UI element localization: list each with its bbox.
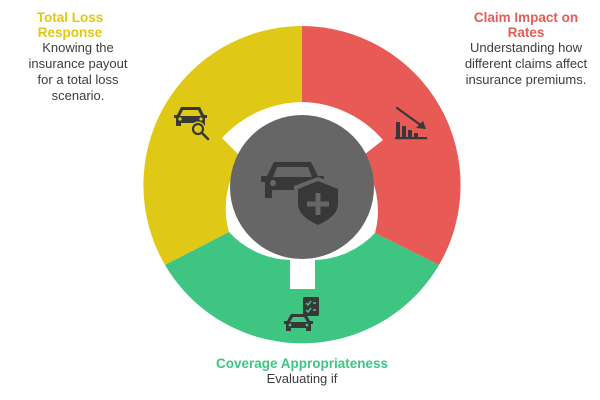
total-loss-title: Total Loss Response bbox=[36, 10, 104, 40]
total-loss-label: Total Loss Response Knowing the insuranc… bbox=[20, 10, 136, 104]
coverage-description: Evaluating if bbox=[266, 371, 338, 386]
car-shield-plus-icon bbox=[261, 162, 342, 230]
total-loss-description: Knowing the insurance payout for a total… bbox=[28, 40, 128, 103]
coverage-label: Coverage Appropriateness Evaluating if bbox=[202, 356, 402, 387]
claim-impact-title: Claim Impact on Rates bbox=[473, 10, 579, 40]
chart-decrease-icon bbox=[395, 106, 427, 140]
coverage-title: Coverage Appropriateness bbox=[215, 356, 389, 371]
car-search-icon bbox=[174, 107, 210, 141]
claim-impact-description: Understanding how different claims affec… bbox=[464, 40, 588, 87]
segment-total-loss bbox=[143, 26, 302, 265]
segment-claim-impact bbox=[302, 26, 461, 265]
claim-impact-label: Claim Impact on Rates Understanding how … bbox=[462, 10, 590, 88]
car-checklist-icon bbox=[284, 297, 319, 331]
segment-coverage bbox=[165, 232, 439, 344]
